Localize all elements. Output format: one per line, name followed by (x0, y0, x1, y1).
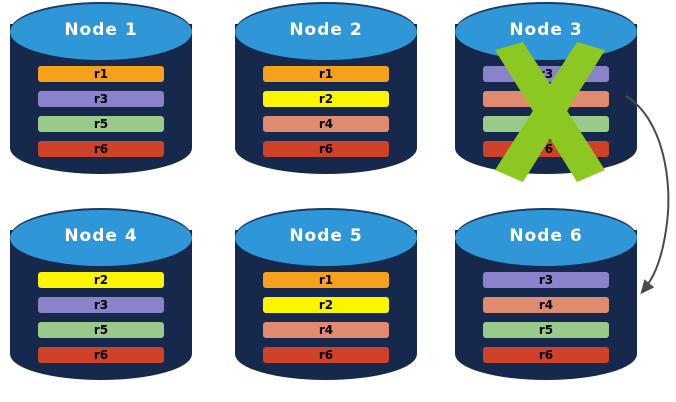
curved-arrow-icon (625, 95, 670, 295)
replica-bar[interactable]: r4 (483, 297, 609, 313)
replica-bar[interactable]: r6 (483, 141, 609, 157)
node-title: Node 5 (289, 226, 363, 246)
node-title: Node 3 (509, 20, 583, 40)
node-cylinder[interactable]: Node 2 r1 r2 r4 r6 (235, 2, 417, 182)
cylinder-top (10, 4, 192, 60)
cylinder-top (235, 210, 417, 266)
replica-bar[interactable]: r1 (38, 66, 164, 82)
replica-bar[interactable]: r3 (38, 91, 164, 107)
node-title: Node 1 (64, 20, 138, 40)
replica-bar[interactable]: r1 (263, 272, 389, 288)
replica-list: r3 r4 r5 r6 (483, 272, 609, 363)
node-title: Node 2 (289, 20, 363, 40)
replica-bar[interactable]: r6 (483, 347, 609, 363)
replica-bar[interactable]: r5 (38, 322, 164, 338)
replica-bar[interactable]: r6 (38, 141, 164, 157)
replica-bar[interactable]: r4 (263, 116, 389, 132)
cylinder-top (455, 210, 637, 266)
replica-bar[interactable]: r6 (38, 347, 164, 363)
cylinder-top (235, 4, 417, 60)
replica-list: r1 r3 r5 r6 (38, 66, 164, 157)
replica-list: r3 r4 r5 r6 (483, 66, 609, 157)
replica-bar[interactable]: r3 (38, 297, 164, 313)
node-cylinder[interactable]: Node 6 r3 r4 r5 r6 (455, 208, 637, 388)
replica-bar[interactable]: r2 (38, 272, 164, 288)
node-cylinder[interactable]: Node 1 r1 r3 r5 r6 (10, 2, 192, 182)
node-cylinder[interactable]: Node 5 r1 r2 r4 r6 (235, 208, 417, 388)
replica-bar[interactable]: r2 (263, 297, 389, 313)
replica-bar[interactable]: r3 (483, 66, 609, 82)
replica-bar[interactable]: r3 (483, 272, 609, 288)
replica-bar[interactable]: r4 (483, 91, 609, 107)
replica-list: r1 r2 r4 r6 (263, 272, 389, 363)
replica-bar[interactable]: r6 (263, 141, 389, 157)
replica-bar[interactable]: r2 (263, 91, 389, 107)
cylinder-top (10, 210, 192, 266)
replica-bar[interactable]: r5 (38, 116, 164, 132)
node-cylinder[interactable]: Node 4 r2 r3 r5 r6 (10, 208, 192, 388)
node-title: Node 4 (64, 226, 138, 246)
replica-list: r1 r2 r4 r6 (263, 66, 389, 157)
replica-bar[interactable]: r5 (483, 116, 609, 132)
replica-bar[interactable]: r6 (263, 347, 389, 363)
replica-list: r2 r3 r5 r6 (38, 272, 164, 363)
replica-bar[interactable]: r4 (263, 322, 389, 338)
node-title: Node 6 (509, 226, 583, 246)
replica-bar[interactable]: r5 (483, 322, 609, 338)
replica-bar[interactable]: r1 (263, 66, 389, 82)
